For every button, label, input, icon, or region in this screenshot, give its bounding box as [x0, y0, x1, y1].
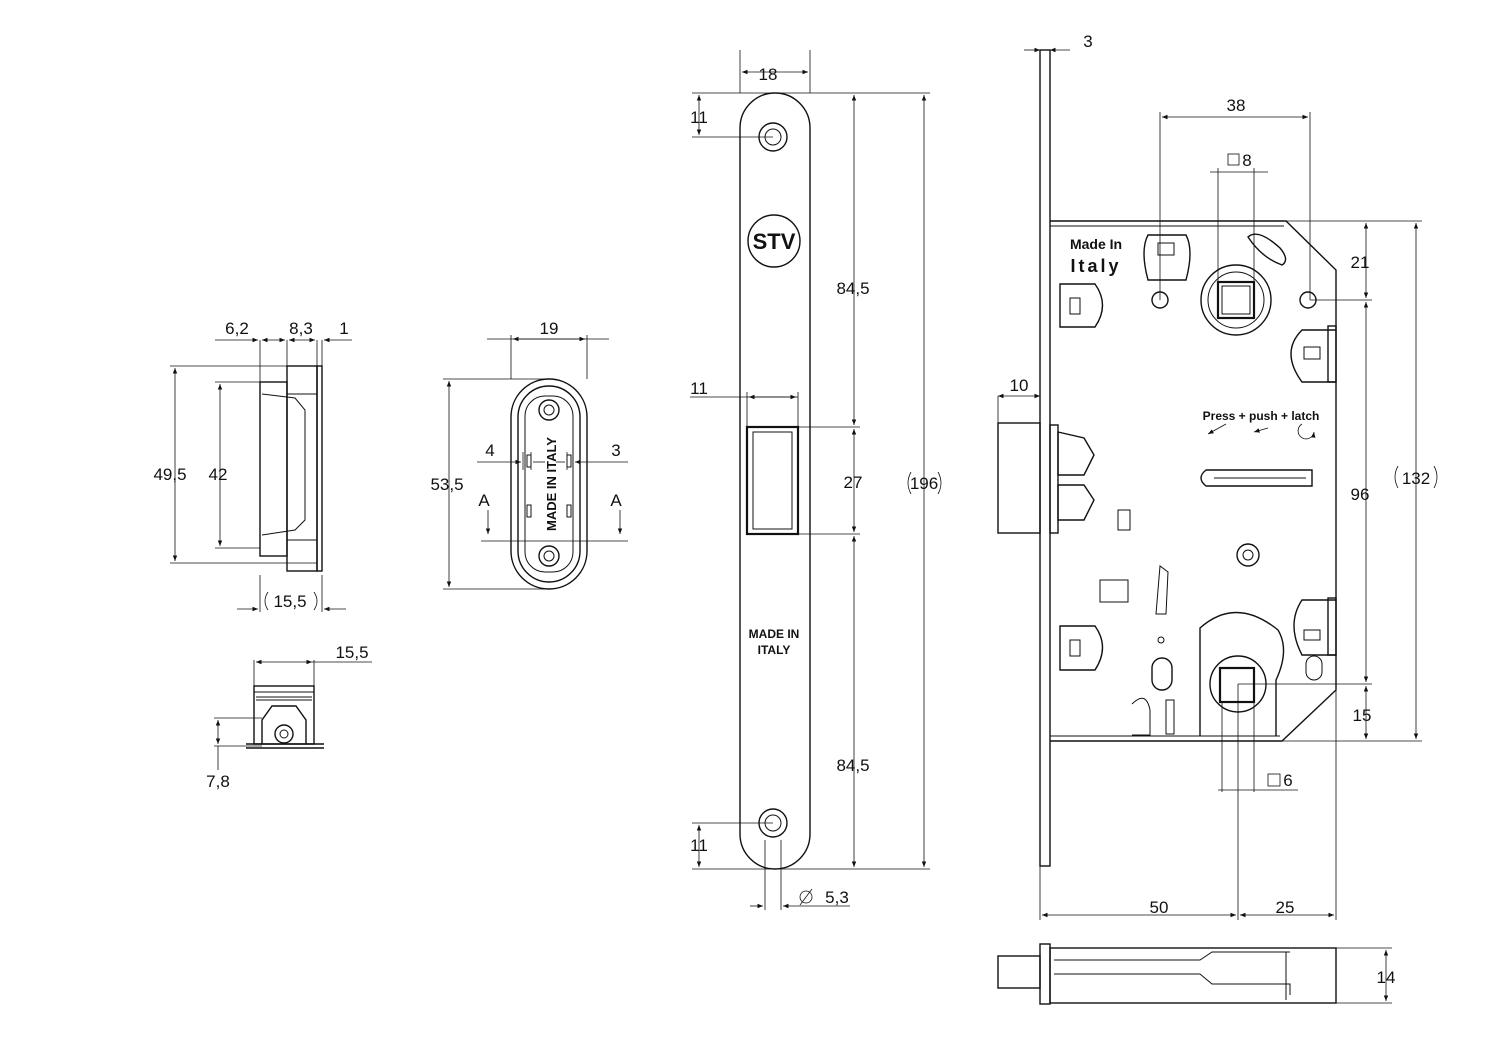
body-made-in: Made In [1070, 236, 1122, 252]
dim-84-5-bottom: 84,5 [836, 756, 869, 775]
clip-right-bottom [1293, 599, 1336, 656]
dim-15-5-side: 15,5 [273, 592, 306, 611]
dim-196: 196 [910, 474, 938, 493]
follower-square [1216, 280, 1256, 320]
faceplate-italy: ITALY [758, 643, 791, 657]
clip-left-top [1059, 283, 1104, 328]
dim-53-5: 53,5 [430, 475, 463, 494]
dim-body-3: 3 [1083, 32, 1092, 51]
dim-27: 27 [844, 473, 863, 492]
section-a-left: A [478, 491, 490, 510]
dim-15-5-bottom: 15,5 [335, 643, 368, 662]
strike-front-view: MADE IN ITALY 19 53,5 4 3 A A [430, 319, 628, 590]
body-italy: Italy [1070, 256, 1121, 276]
dim-11-top: 11 [690, 108, 708, 127]
clip-right-top [1290, 329, 1336, 383]
stv-logo [747, 214, 801, 268]
lower-square [1218, 666, 1256, 704]
strike-side-recess [261, 393, 306, 536]
dim-4: 4 [485, 441, 494, 460]
latch-tip-lower [1057, 484, 1095, 521]
cam-housing [1199, 611, 1285, 736]
strike-side-flange [316, 365, 323, 572]
strike-bottom-view: 15,5 7,8 [206, 643, 372, 791]
top-latch [997, 955, 1041, 989]
dim-7-8: 7,8 [206, 772, 230, 791]
dim-19: 19 [540, 319, 559, 338]
dim-18: 18 [759, 65, 778, 84]
clip-left-bottom [1059, 625, 1104, 671]
body-instruction: Press + push + latch [1203, 409, 1320, 423]
stv-logo-text: STV [753, 229, 796, 254]
lock-top-view: 14 [997, 943, 1396, 1005]
dim-50: 50 [1150, 898, 1169, 917]
strike-bottom-body [253, 685, 315, 745]
dim-21: 21 [1351, 253, 1370, 272]
dim-42: 42 [209, 465, 228, 484]
dim-14: 14 [1377, 968, 1396, 987]
dim-49-5: 49,5 [153, 465, 186, 484]
dim-sq8: 8 [1242, 151, 1251, 170]
lock-body-view: Made In Italy Press + push + latch [997, 32, 1438, 920]
latch-bolt [997, 422, 1041, 534]
dim-25: 25 [1276, 898, 1295, 917]
strike-side-view: 6,2 8,3 1 49,5 42 15,5 [153, 319, 352, 612]
dim-38: 38 [1227, 96, 1246, 115]
dim-15: 15 [1353, 706, 1372, 725]
lock-body-faceplate-edge [1039, 49, 1051, 867]
follower-hub [1200, 264, 1272, 336]
dim-84-5-top: 84,5 [836, 279, 869, 298]
section-a-right: A [610, 491, 622, 510]
dim-hole-diameter: 5,3 [825, 888, 849, 907]
strike-screw-hole-bottom [538, 545, 560, 567]
faceplate-view: STV MADE IN ITALY 18 11 11 11 84,5 27 8 [690, 50, 942, 910]
dim-10: 10 [1010, 376, 1029, 395]
dim-11-bottom: 11 [690, 836, 708, 855]
lock-case-outline [1050, 220, 1337, 742]
slot [1200, 469, 1313, 487]
dim-132: 132 [1402, 469, 1430, 488]
dim-6-2: 6,2 [225, 319, 249, 338]
latch-opening [745, 425, 800, 536]
dim-11-mid: 11 [690, 379, 708, 398]
dim-3: 3 [611, 441, 620, 460]
top-body [1049, 947, 1337, 1004]
dim-1: 1 [339, 319, 348, 338]
clip-top [1143, 234, 1191, 281]
faceplate-made-in: MADE IN [749, 627, 800, 641]
dim-sq6: 6 [1283, 771, 1292, 790]
dim-8-3: 8,3 [289, 319, 313, 338]
strike-made-in-italy: MADE IN ITALY [544, 437, 559, 531]
faceplate-outline [739, 92, 811, 870]
strike-screw-hole-top [538, 399, 560, 421]
dim-96: 96 [1351, 485, 1370, 504]
body-pin [1236, 543, 1260, 567]
strike-side-box [259, 381, 288, 557]
latch-tip-upper [1057, 431, 1095, 476]
